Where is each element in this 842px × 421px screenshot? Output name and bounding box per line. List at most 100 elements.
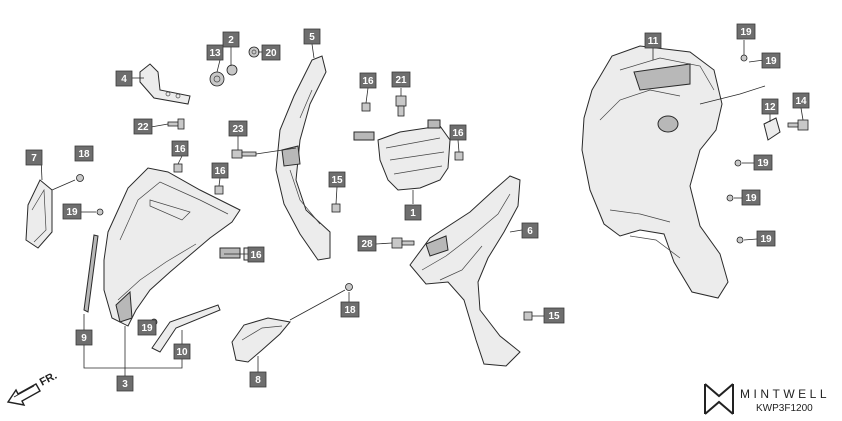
part-6-inner-cover: [409, 175, 521, 367]
callout-19-a: 19: [62, 203, 82, 220]
callout-19-c-label: 19: [740, 27, 752, 38]
callout-16-e: 16: [247, 246, 265, 263]
callout-19-d-label: 19: [765, 56, 777, 67]
callout-19-e: 19: [753, 154, 773, 171]
callout-7: 7: [25, 149, 43, 166]
callout-11: 11: [644, 32, 662, 49]
callout-6: 6: [521, 222, 539, 239]
direction-arrow-icon: [6, 383, 41, 406]
diagram-code: KWP3F1200: [756, 403, 813, 414]
brand-mark-icon: [704, 383, 734, 415]
callout-12: 12: [761, 98, 779, 115]
callout-16-c-label: 16: [362, 76, 374, 87]
part-20-nut: [248, 46, 260, 58]
part-1-frame-bracket: [353, 119, 451, 191]
callout-16-e-label: 16: [250, 250, 262, 261]
callout-9-label: 9: [81, 333, 87, 344]
callout-19-g: 19: [756, 230, 776, 247]
callout-19-a-label: 19: [66, 207, 78, 218]
callout-15-lower-label: 15: [548, 311, 560, 322]
callout-2-label: 2: [228, 35, 234, 46]
callout-15-upper: 15: [328, 171, 346, 188]
part-5-inner-panel: [275, 55, 331, 261]
callout-18-a: 18: [74, 145, 94, 162]
callout-23: 23: [228, 120, 248, 137]
callout-16-c: 16: [359, 72, 377, 89]
callout-2: 2: [222, 31, 240, 48]
callout-20-label: 20: [265, 48, 277, 59]
callout-15-lower: 15: [543, 307, 565, 324]
callout-3: 3: [116, 375, 134, 392]
callout-10-label: 10: [176, 347, 188, 358]
callout-5: 5: [303, 28, 321, 45]
callout-16-a: 16: [171, 140, 189, 157]
callout-3-label: 3: [122, 379, 128, 390]
direction-label: FR.: [38, 370, 59, 389]
callout-18-b-label: 18: [344, 305, 356, 316]
part-21-bolt: [395, 95, 407, 117]
callout-11-label: 11: [648, 36, 659, 47]
callout-20: 20: [261, 44, 281, 61]
callout-28: 28: [357, 235, 377, 252]
callout-14: 14: [792, 92, 810, 109]
callout-22-label: 22: [137, 122, 149, 133]
callout-16-d-label: 16: [452, 128, 464, 139]
callout-8-label: 8: [255, 375, 261, 386]
callout-19-g-label: 19: [760, 234, 772, 245]
front-direction-indicator: FR.: [6, 370, 59, 406]
callout-18-b: 18: [340, 301, 360, 318]
callout-8: 8: [249, 371, 267, 388]
callout-21-label: 21: [395, 75, 407, 86]
callout-15-upper-label: 15: [331, 175, 343, 186]
callout-9: 9: [75, 329, 93, 346]
callout-16-d: 16: [449, 124, 467, 141]
part-12-bracket: [763, 117, 781, 141]
part-13-grommet: [209, 71, 225, 87]
part-22-bolt: [167, 118, 185, 130]
part-16-clip: [173, 102, 464, 195]
callout-16-a-label: 16: [174, 144, 186, 155]
callout-19-d: 19: [761, 52, 781, 69]
callout-16-b: 16: [211, 162, 229, 179]
leader-lines: [40, 40, 804, 376]
callout-19-e-label: 19: [757, 158, 769, 169]
callout-18-a-label: 18: [78, 149, 90, 160]
part-7-side-panel: [25, 179, 53, 249]
callout-6-label: 6: [527, 226, 533, 237]
callout-16-b-label: 16: [214, 166, 226, 177]
part-3-front-cover: [103, 167, 241, 327]
callout-13: 13: [206, 44, 224, 61]
part-2-collar: [226, 64, 238, 76]
callout-1: 1: [404, 204, 422, 221]
callout-10: 10: [173, 343, 191, 360]
callout-19-b-label: 19: [141, 323, 153, 334]
callout-21: 21: [391, 71, 411, 88]
part-10-lower-trim: [151, 304, 221, 353]
callout-19-f: 19: [741, 189, 761, 206]
callout-19-f-label: 19: [745, 193, 757, 204]
callout-1-label: 1: [410, 208, 416, 219]
callout-4: 4: [115, 70, 133, 87]
callout-14-label: 14: [795, 96, 807, 107]
part-9-trim-strip: [83, 234, 99, 313]
callout-22: 22: [133, 118, 153, 135]
callout-13-label: 13: [209, 48, 221, 59]
part-14-bolt: [787, 119, 809, 131]
brand-logo: MINTWELL: [704, 383, 830, 415]
callout-7-label: 7: [31, 153, 37, 164]
callout-19-b: 19: [137, 319, 157, 336]
callout-19-c: 19: [736, 23, 756, 40]
callout-5-label: 5: [309, 32, 315, 43]
part-23-bolt: [231, 149, 257, 159]
callout-28-label: 28: [361, 239, 373, 250]
part-11-leg-shield: [581, 45, 729, 299]
part-28-bolt: [391, 237, 415, 249]
part-8-side-cover: [231, 317, 291, 363]
callout-12-label: 12: [764, 102, 776, 113]
brand-name: MINTWELL: [740, 387, 830, 401]
part-18-screw: [76, 174, 353, 291]
part-4-bracket: [139, 63, 191, 105]
callout-23-label: 23: [232, 124, 244, 135]
callout-4-label: 4: [121, 74, 127, 85]
